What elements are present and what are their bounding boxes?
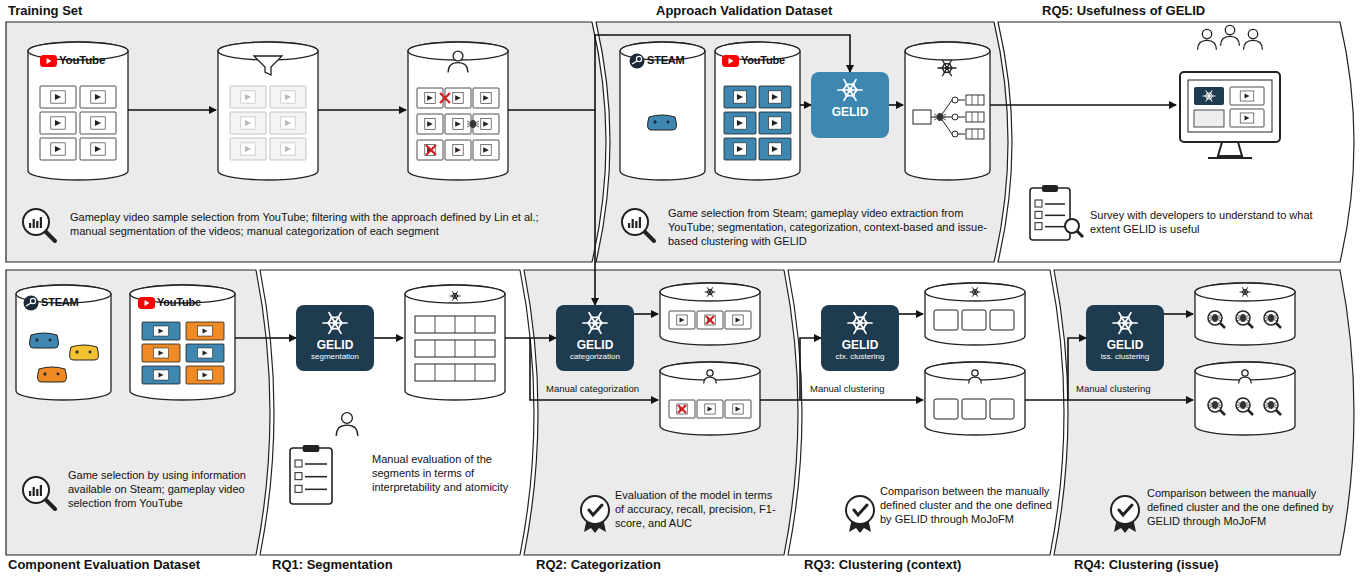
gelid-name: GELID	[558, 338, 632, 352]
gelid-logo	[580, 308, 610, 338]
panel-title: Component Evaluation Dataset	[8, 557, 200, 572]
stage-panel: RQ2: CategorizationEvaluation of the mod…	[524, 270, 798, 555]
panel-outline	[788, 270, 1064, 555]
stage-panel: RQ4: Clustering (issue)Comparison betwee…	[1054, 270, 1354, 555]
flow-label: Manual clustering	[810, 383, 884, 394]
panel-title: RQ4: Clustering (issue)	[1074, 557, 1218, 572]
panel-outline	[1054, 270, 1354, 555]
logo-text: STEAM	[41, 296, 79, 308]
logo-text: YouTube	[157, 296, 201, 308]
panel-description: Comparison between the manually defined …	[1147, 486, 1337, 528]
panel-description: Game selection from Steam; gameplay vide…	[668, 206, 993, 248]
panel-title: Training Set	[8, 3, 82, 18]
gelid-logo	[320, 308, 350, 338]
panel-outline	[998, 22, 1354, 262]
panel-title: RQ3: Clustering (context)	[804, 557, 961, 572]
snowflake-core	[1123, 321, 1127, 325]
gelid-logo	[845, 308, 875, 338]
stage-panel: Component Evaluation DatasetGame selecti…	[6, 270, 270, 555]
stage-panel: RQ1: SegmentationManual evaluation of th…	[260, 270, 534, 555]
gelid-name: GELID	[823, 338, 897, 352]
gelid-box: GELIDsegmentation	[296, 305, 374, 371]
flow-label: Manual categorization	[546, 383, 639, 394]
gelid-logo	[835, 75, 865, 105]
logo-text: YouTube	[741, 54, 785, 66]
snowflake-icon	[838, 80, 862, 101]
panel-outline	[596, 22, 1008, 262]
stage-panel: RQ5: Usefulness of GELIDSurvey with deve…	[998, 22, 1354, 262]
logo-text: YouTube	[59, 54, 105, 66]
panel-title: RQ2: Categorization	[536, 557, 661, 572]
snowflake-icon	[848, 313, 872, 334]
panel-outline	[6, 22, 606, 262]
panel-description: Game selection by using information avai…	[68, 468, 256, 510]
gelid-name: GELID	[298, 338, 372, 352]
panel-description: Gameplay video sample selection from You…	[70, 210, 565, 238]
panel-description: Evaluation of the model in terms of accu…	[615, 488, 783, 530]
gelid-component: ctx. clustering	[823, 352, 897, 362]
panel-description: Survey with developers to understand to …	[1090, 208, 1335, 236]
gelid-name: GELID	[1088, 338, 1162, 352]
gelid-component: segmentation	[298, 352, 372, 362]
stage-panel: RQ3: Clustering (context)Comparison betw…	[788, 270, 1064, 555]
panel-outline	[260, 270, 534, 555]
snowflake-icon	[583, 313, 607, 334]
panel-title: RQ5: Usefulness of GELID	[1042, 3, 1205, 18]
snowflake-core	[848, 88, 852, 92]
panel-title: RQ1: Segmentation	[272, 557, 393, 572]
panel-description: Manual evaluation of the segments in ter…	[372, 452, 518, 494]
snowflake-core	[858, 321, 862, 325]
panel-title: Approach Validation Dataset	[656, 3, 832, 18]
snowflake-core	[593, 321, 597, 325]
panel-outline	[6, 270, 270, 555]
gelid-box: GELIDctx. clustering	[821, 305, 899, 371]
snowflake-core	[333, 321, 337, 325]
panel-description: Comparison between the manually defined …	[880, 484, 1052, 526]
gelid-name: GELID	[813, 105, 887, 119]
gelid-box: GELIDcategorization	[556, 305, 634, 371]
snowflake-icon	[323, 313, 347, 334]
gelid-component: iss. clustering	[1088, 352, 1162, 362]
flow-label: Manual clustering	[1076, 383, 1150, 394]
panel-shape	[6, 270, 270, 555]
panel-outline	[524, 270, 798, 555]
logo-text: STEAM	[647, 54, 685, 66]
gelid-box: GELIDiss. clustering	[1086, 305, 1164, 371]
gelid-component: categorization	[558, 352, 632, 362]
gelid-box: GELID	[811, 72, 889, 138]
gelid-logo	[1110, 308, 1140, 338]
snowflake-icon	[1113, 313, 1137, 334]
